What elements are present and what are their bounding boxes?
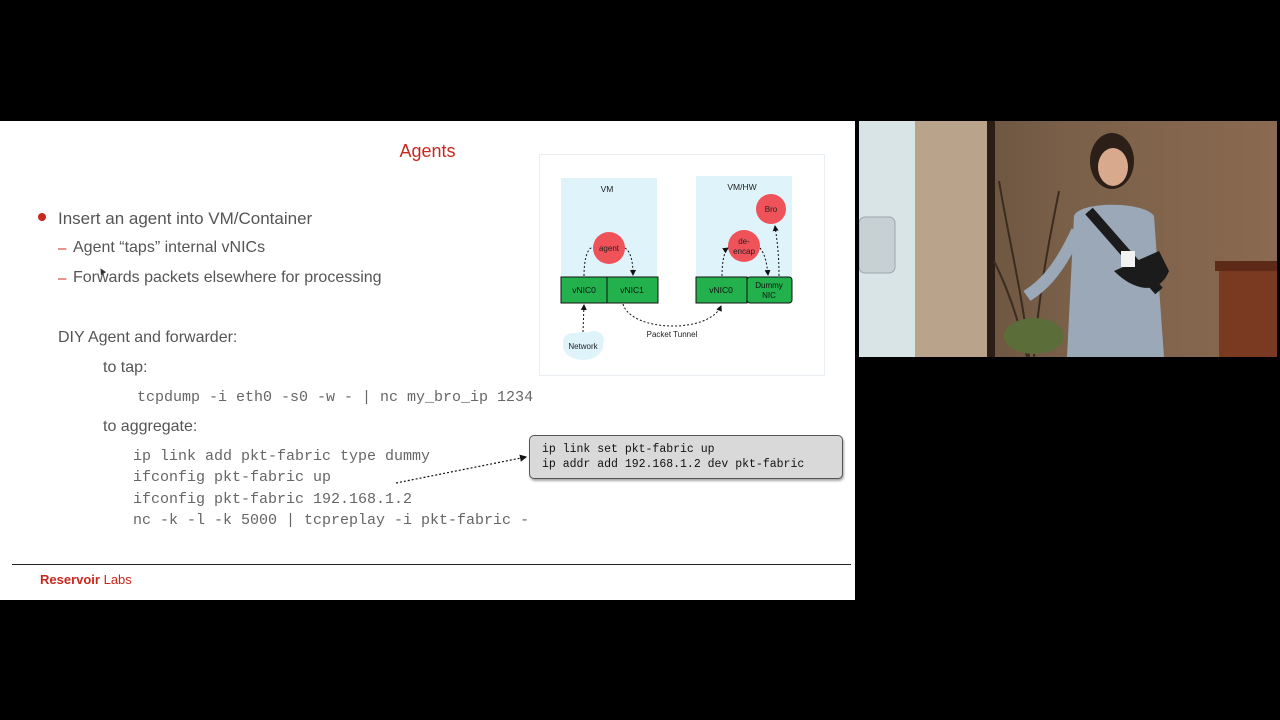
decap-label-2: encap [733,247,755,256]
network-to-vnic0-path [580,304,587,333]
main-bullet: Insert an agent into VM/Container [58,209,313,228]
agent-label: agent [599,244,620,253]
vm-label: VM [601,184,614,194]
bro-node [756,194,786,224]
dummy-nic-label-1: Dummy [755,281,783,290]
callout-arrow [395,454,528,484]
logo-bold: Reservoir [40,572,100,587]
vnic1-label: vNIC1 [620,285,644,295]
tap-label: to tap: [103,359,148,376]
packet-tunnel-label: Packet Tunnel [647,330,698,339]
vnic0-right-label: vNIC0 [709,285,733,295]
footer-divider [12,564,851,565]
dash-marker: – [58,240,67,257]
vnic0-left-box [560,276,608,304]
command-callout: ip link set pkt-fabric up ip addr add 19… [529,435,843,479]
aggregate-command-4: nc -k -l -k 5000 | tcpreplay -i pkt-fabr… [133,512,530,529]
bullet-dot [38,213,46,221]
dash-marker: – [58,270,67,287]
agent-node [593,232,625,264]
reservoir-labs-logo: Reservoir Labs [40,572,132,587]
diy-heading: DIY Agent and forwarder: [58,329,238,346]
sub-bullet-1: Agent “taps” internal vNICs [73,239,266,256]
decap-node [728,230,760,262]
presentation-slide: Agents Insert an agent into VM/Container… [0,121,855,600]
aggregate-command-1: ip link add pkt-fabric type dummy [133,448,431,465]
logo-rest: Labs [99,572,132,587]
speaker-video [859,121,1277,357]
decap-to-dummy-path [759,247,771,276]
vnic0-right-box [695,276,748,304]
decap-label-1: de- [738,237,750,246]
slide-title: Agents [399,141,456,161]
callout-line-2: ip addr add 192.168.1.2 dev pkt-fabric [542,458,805,471]
agent-diagram: VM VM/HW agent de- encap Bro vNIC0 vNIC1… [539,154,825,376]
speaker-video-scene [859,121,1277,357]
vnic0-left-label: vNIC0 [572,285,596,295]
vnic0-to-agent-path [583,247,594,277]
tap-command: tcpdump -i eth0 -s0 -w - | nc my_bro_ip … [137,389,534,406]
aggregate-command-2: ifconfig pkt-fabric up [133,469,332,486]
agent-to-vnic1-path [624,247,636,276]
sub-bullet-2: Forwards packets elsewhere for processin… [73,269,382,286]
vnic1-box [606,276,659,304]
bro-label: Bro [765,205,778,214]
callout-line-1: ip link set pkt-fabric up [542,443,715,456]
dummy-nic-box [746,276,793,304]
network-cloud [563,331,604,360]
packet-tunnel-path [622,303,722,327]
network-label: Network [568,342,598,351]
aggregate-label: to aggregate: [103,418,198,435]
dummy-to-bro-path [772,225,780,277]
vmhw-label: VM/HW [727,182,756,192]
aggregate-command-3: ifconfig pkt-fabric 192.168.1.2 [133,491,413,508]
dummy-nic-label-2: NIC [762,291,776,300]
